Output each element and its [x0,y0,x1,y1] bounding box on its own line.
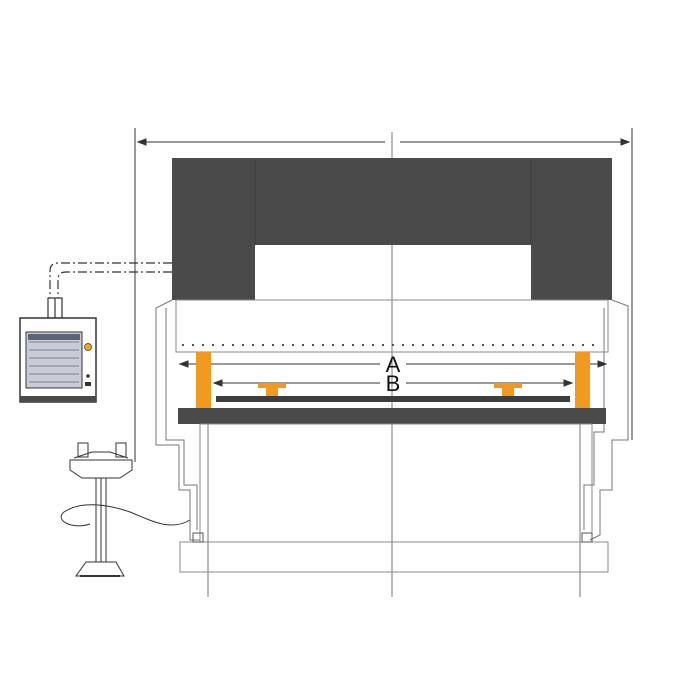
dimension-b-label: B [386,371,401,396]
dimension-a-label: A [386,352,401,377]
left-cylinder [196,352,211,408]
panel-indicator-icon [84,343,92,351]
dimension-b-arrow [212,379,574,387]
lower-bed [178,408,606,424]
overall-width-dimension [134,128,633,462]
right-tool-holder [494,383,522,396]
panel-screen [25,331,83,389]
ram-plate [175,299,609,353]
cnc-control-panel [19,317,97,403]
dimension-a-arrow [178,360,608,368]
foot-pedal [69,442,133,577]
left-foot [192,532,204,543]
right-cylinder [575,352,590,408]
pedal-cable [60,504,191,527]
panel-button-icon [86,374,90,378]
upper-tool-bar [216,396,570,402]
base-plate [179,541,609,573]
left-tool-holder [258,383,286,396]
lower-frame-body [199,423,593,543]
upper-beam [172,158,612,300]
right-foot [581,532,593,543]
control-cable [47,262,172,319]
